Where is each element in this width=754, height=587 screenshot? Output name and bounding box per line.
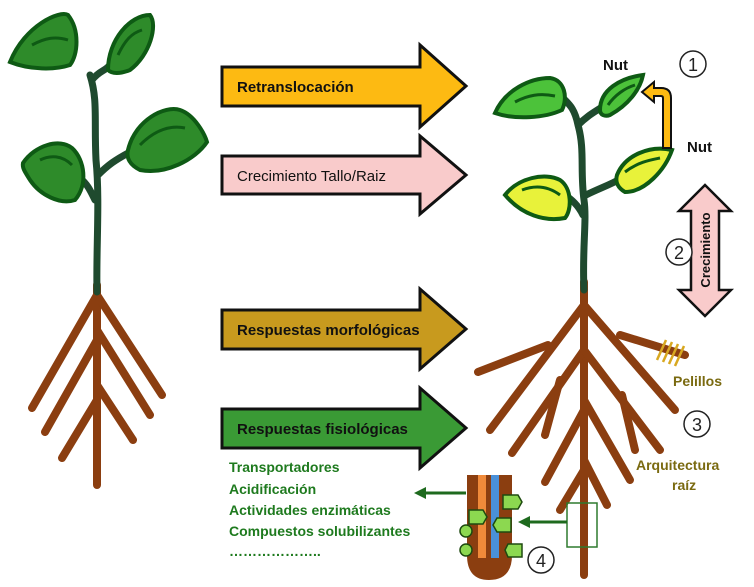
arrow-label: Crecimiento Tallo/Raiz bbox=[237, 168, 386, 185]
svg-text:2: 2 bbox=[674, 243, 684, 263]
arrow-respuestas-fisiologicas: Respuestas fisiológicas bbox=[220, 384, 469, 472]
left-plant-roots bbox=[28, 281, 166, 489]
root-tip-zoom-box bbox=[566, 502, 598, 548]
root-tip-detail bbox=[459, 475, 523, 580]
svg-text:3: 3 bbox=[692, 415, 702, 435]
transporter-shape bbox=[468, 509, 488, 525]
nut-source-label: Nut bbox=[687, 139, 712, 156]
arrow-retranslocacion: Retranslocación bbox=[220, 41, 469, 131]
growth-double-arrow: Crecimiento bbox=[675, 183, 735, 318]
leaf bbox=[125, 107, 210, 173]
transporter-shape bbox=[502, 494, 523, 510]
right-plant bbox=[474, 72, 689, 579]
step-4-marker: 4 bbox=[527, 546, 555, 574]
physiological-responses-list: Transportadores Acidificación Actividade… bbox=[229, 459, 410, 559]
list-item: Transportadores bbox=[229, 459, 340, 475]
left-plant-stem bbox=[76, 61, 134, 296]
arrow-label: Respuestas morfológicas bbox=[237, 322, 420, 339]
right-plant-stem bbox=[561, 96, 626, 294]
list-item: ……………….. bbox=[229, 543, 321, 559]
retranslocation-arrow-small bbox=[640, 79, 672, 149]
root-hairs bbox=[655, 339, 686, 367]
root-architecture-label-2: raíz bbox=[672, 477, 696, 493]
step-2-marker: 2 bbox=[665, 238, 693, 266]
right-plant-leaves bbox=[492, 72, 675, 222]
leaf bbox=[105, 12, 156, 75]
step-3-marker: 3 bbox=[683, 410, 711, 438]
exudate-circle bbox=[459, 543, 473, 557]
left-plant bbox=[7, 12, 210, 489]
leaf bbox=[597, 72, 646, 118]
arrow-label: Respuestas fisiológicas bbox=[237, 421, 408, 438]
growth-label: Crecimiento bbox=[698, 212, 713, 287]
left-plant-leaves bbox=[7, 12, 210, 204]
list-item: Actividades enzimáticas bbox=[229, 502, 391, 518]
list-item: Compuestos solubilizantes bbox=[229, 523, 410, 539]
arrow-respuestas-morfologicas: Respuestas morfológicas bbox=[220, 285, 469, 373]
step-1-marker: 1 bbox=[679, 50, 707, 78]
arrow-label: Retranslocación bbox=[237, 79, 354, 96]
leaf bbox=[20, 141, 86, 204]
root-architecture-label: Arquitectura bbox=[636, 457, 719, 473]
arrow-crecimiento-tallo-raiz: Crecimiento Tallo/Raiz bbox=[220, 132, 469, 218]
zoom-arrow bbox=[518, 516, 567, 528]
right-plant-roots bbox=[474, 278, 689, 579]
svg-text:1: 1 bbox=[688, 55, 698, 75]
transporter-shape bbox=[504, 543, 523, 558]
nut-destination-label: Nut bbox=[603, 57, 628, 74]
transporter-shape bbox=[492, 517, 512, 533]
list-item: Acidificación bbox=[229, 481, 316, 497]
svg-text:4: 4 bbox=[536, 551, 546, 571]
exudate-circle bbox=[459, 524, 473, 538]
leaf bbox=[502, 174, 572, 222]
list-arrow bbox=[414, 487, 466, 499]
root-hairs-label: Pelillos bbox=[673, 373, 722, 389]
